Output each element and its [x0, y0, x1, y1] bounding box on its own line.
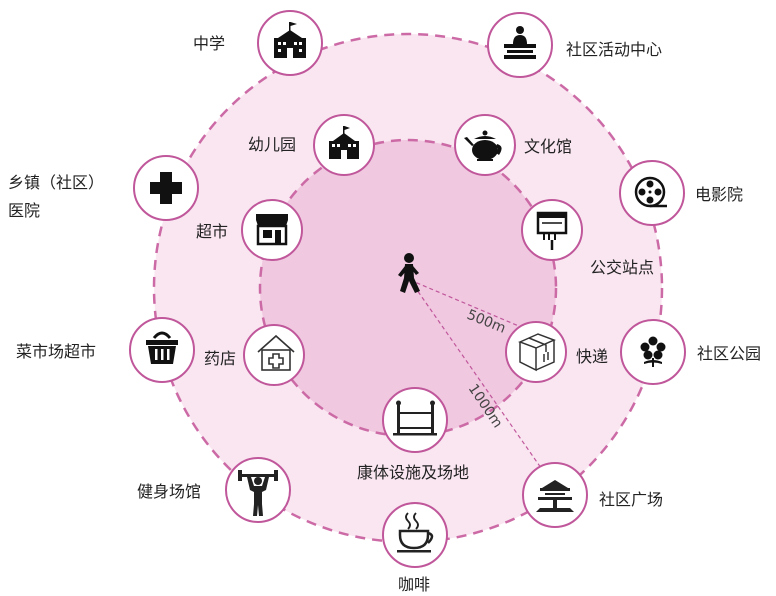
label-hospital-line2: 医院	[8, 201, 40, 220]
label-cinema: 电影院	[695, 185, 743, 204]
label-gym: 健身场馆	[137, 482, 201, 501]
teapot-icon	[464, 130, 502, 161]
bus-stop-sign-icon	[536, 211, 568, 250]
label-market: 菜市场超市	[16, 342, 96, 361]
node-bus-stop	[521, 199, 583, 261]
school-building-icon	[274, 22, 306, 58]
node-gym	[225, 457, 291, 523]
node-supermarket	[241, 199, 303, 261]
node-middle-school	[257, 10, 323, 76]
radius-line-1000m	[409, 279, 556, 489]
label-hospital-line1: 乡镇（社区）	[8, 173, 104, 192]
label-cafe: 咖啡	[398, 575, 430, 594]
node-culture-hall	[454, 114, 516, 176]
label-kindergarten: 幼儿园	[248, 135, 296, 154]
node-market	[129, 317, 195, 383]
label-culture-hall: 文化馆	[524, 137, 572, 156]
node-cafe	[382, 502, 448, 568]
storefront-icon	[256, 214, 288, 246]
label-supermarket: 超市	[196, 222, 228, 241]
coffee-cup-icon	[397, 512, 434, 553]
pharmacy-house-icon	[257, 334, 295, 371]
film-reel-icon	[634, 176, 667, 208]
medical-cross-icon	[150, 172, 182, 204]
label-community-center: 社区活动中心	[566, 40, 662, 59]
node-cinema	[619, 160, 685, 226]
fitness-bars-icon	[393, 400, 437, 436]
node-express	[505, 321, 567, 383]
plaza-pavilion-icon	[536, 480, 574, 512]
label-plaza: 社区广场	[599, 490, 663, 509]
flower-icon	[640, 336, 666, 367]
node-park	[620, 319, 686, 385]
label-park: 社区公园	[697, 344, 761, 363]
node-pharmacy	[243, 324, 305, 386]
label-pharmacy: 药店	[204, 349, 236, 368]
inner-ring-500m	[258, 138, 558, 438]
label-middle-school: 中学	[193, 34, 225, 53]
shopping-basket-icon	[146, 331, 178, 364]
node-community-center	[487, 12, 553, 78]
node-fitness-area	[382, 387, 448, 453]
node-hospital	[133, 155, 199, 221]
label-fitness-area: 康体设施及场地	[357, 463, 469, 482]
kindergarten-icon	[329, 126, 359, 159]
weightlifter-icon	[238, 470, 278, 516]
community-center-icon	[504, 26, 536, 59]
walking-person-icon	[398, 253, 420, 293]
label-bus-stop: 公交站点	[590, 258, 654, 277]
node-plaza	[522, 462, 588, 528]
parcel-box-icon	[518, 333, 556, 372]
label-express: 快递	[576, 347, 608, 366]
radius-line-500m	[409, 279, 541, 336]
node-kindergarten	[313, 114, 375, 176]
